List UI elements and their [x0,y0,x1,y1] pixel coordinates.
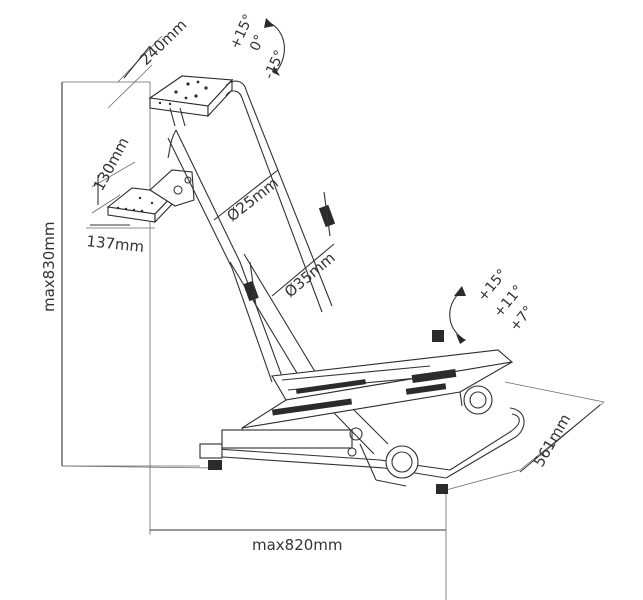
wheel-mount-plate [148,75,234,127]
upper-tube-diameter-label: Ø25mm [223,174,281,225]
lower-tube-diameter-label: Ø35mm [281,249,339,301]
pedal-slots [271,368,457,416]
plate-width-label: 130mm [90,134,133,194]
wheel-tilt-zero-label: 0° [247,32,268,53]
base-length-label: max820mm [252,536,343,554]
pedal-tilt-arrow [449,286,466,344]
mount-length-label: 240mm [136,16,190,69]
shifter-plate [106,169,195,224]
base-width-label: 561mm [530,411,575,470]
base-frame [199,385,525,494]
height-label: max830mm [40,221,58,312]
plate-depth-label: 137mm [86,232,145,256]
dimension-lines [61,35,605,600]
wheel-tilt-minus-label: -15° [261,48,288,82]
wheel-tilt-arrow [264,18,285,76]
main-frame [167,80,444,455]
pedal-plate [241,349,514,445]
